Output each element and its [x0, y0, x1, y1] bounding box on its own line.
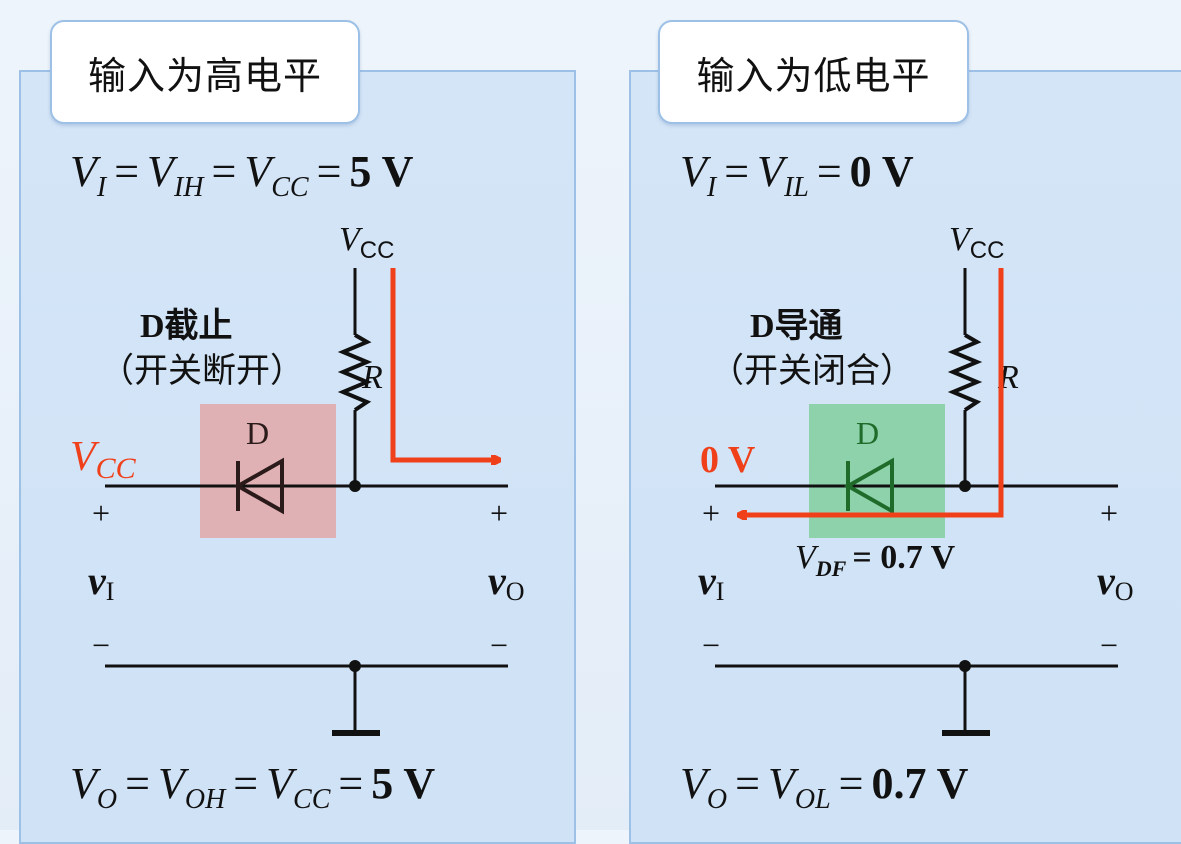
- equation-input-high: VI=VIH=VCC=5 V: [70, 147, 414, 203]
- switch-state: （开关闭合）: [710, 351, 914, 391]
- diode-state: D截止: [140, 307, 233, 345]
- diode-triangle: [233, 457, 284, 515]
- equation-output-low: VO=VOL=0.7 V: [680, 759, 969, 815]
- input-voltage-label: vI: [698, 558, 724, 606]
- output-plus: +: [1100, 495, 1118, 531]
- equation-output-high: VO=VOH=VCC=5 V: [70, 759, 435, 815]
- tab-low-input: 输入为低电平: [658, 20, 969, 124]
- resistor-zigzag: [947, 333, 983, 412]
- vcc-label: VCC: [339, 221, 394, 264]
- input-plus: +: [702, 495, 720, 531]
- diode-label: D: [856, 415, 879, 451]
- current-arrow: [390, 268, 498, 460]
- output-plus: +: [490, 495, 508, 531]
- input-minus: −: [92, 627, 110, 663]
- diode-forward-voltage: VDF= 0.7 V: [795, 539, 956, 581]
- resistor-zigzag: [337, 333, 373, 412]
- diode-triangle: [843, 457, 894, 515]
- input-plus: +: [92, 495, 110, 531]
- junction-dot: [349, 480, 361, 492]
- output-minus: −: [490, 627, 508, 663]
- input-level-label: VCC: [70, 434, 137, 485]
- vcc-label: VCC: [949, 221, 1004, 264]
- switch-state: （开关断开）: [100, 351, 304, 391]
- diode-label: D: [246, 415, 269, 451]
- output-voltage-label: vO: [488, 558, 525, 606]
- diode-state: D导通: [750, 308, 843, 345]
- tab-high-input: 输入为高电平: [50, 20, 360, 124]
- resistor-label: R: [361, 359, 383, 396]
- output-voltage-label: vO: [1097, 558, 1134, 606]
- current-arrow: [740, 268, 1004, 515]
- input-level-label: 0 V: [700, 439, 756, 481]
- equation-input-low: VI=VIL=0 V: [680, 147, 914, 203]
- output-minus: −: [1100, 627, 1118, 663]
- input-voltage-label: vI: [88, 558, 114, 606]
- junction-dot: [959, 480, 971, 492]
- input-minus: −: [702, 627, 720, 663]
